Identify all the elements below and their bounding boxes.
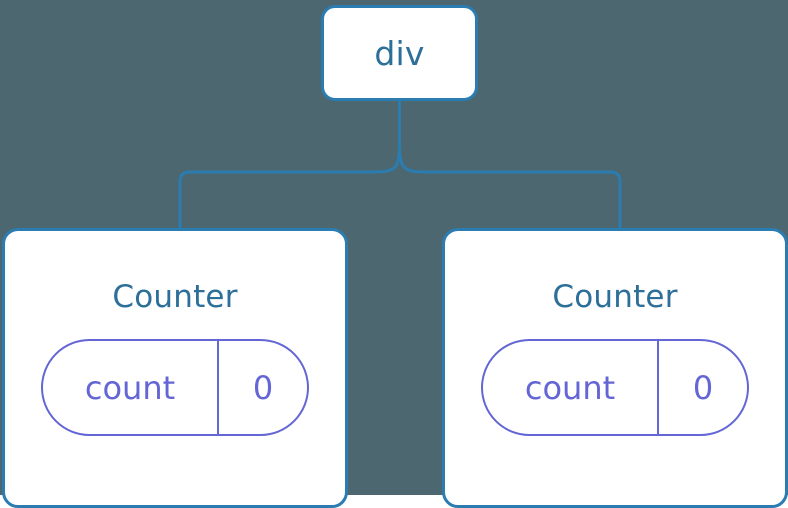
node-counter-right-label: Counter bbox=[552, 279, 678, 315]
state-pill-left[interactable]: count 0 bbox=[41, 339, 309, 436]
state-pill-right-key: count bbox=[483, 341, 659, 434]
state-pill-left-key: count bbox=[43, 341, 219, 434]
node-counter-left-label: Counter bbox=[112, 279, 238, 315]
connector-branch-right bbox=[398, 139, 622, 228]
node-div-label: div bbox=[374, 33, 425, 73]
state-pill-right-value: 0 bbox=[692, 368, 714, 407]
node-counter-left[interactable]: Counter count 0 bbox=[2, 228, 348, 508]
connector-branch-left bbox=[178, 139, 401, 228]
state-pill-left-value: 0 bbox=[252, 368, 274, 407]
state-pill-right[interactable]: count 0 bbox=[481, 339, 749, 436]
node-div[interactable]: div bbox=[321, 5, 478, 101]
node-counter-right[interactable]: Counter count 0 bbox=[442, 228, 788, 508]
